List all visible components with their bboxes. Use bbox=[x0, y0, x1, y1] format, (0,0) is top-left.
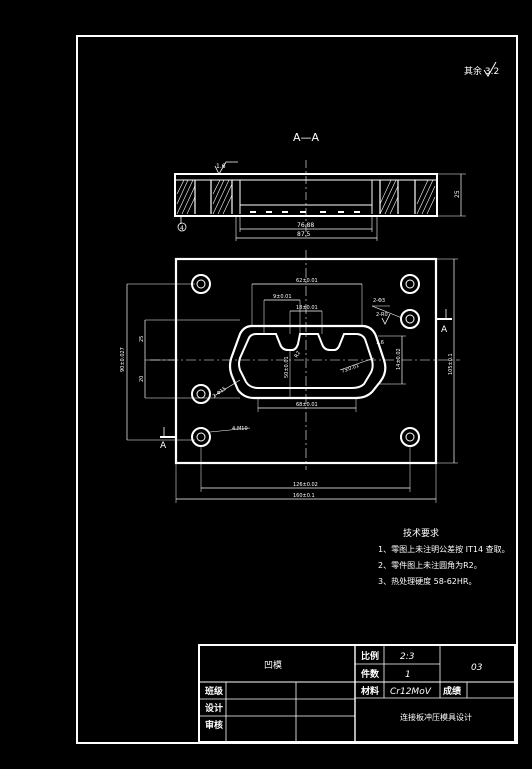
dim-bottom-inner-width: 68±0.01 bbox=[296, 402, 318, 408]
section-title: A—A bbox=[293, 131, 320, 144]
section-mark-left: A bbox=[160, 441, 167, 451]
scale-label: 比例 bbox=[361, 650, 379, 662]
material-label: 材料 bbox=[360, 685, 379, 697]
dim-roughness-small: 1.6 bbox=[376, 340, 384, 346]
roughness-corner-label: 其余 3.2 bbox=[464, 65, 499, 77]
grade-label: 成绩 bbox=[443, 685, 461, 697]
dim-notch-width: 9±0.01 bbox=[273, 294, 292, 300]
dim-hole-small: 2-Φ3 bbox=[373, 298, 385, 304]
dim-slot-width: 7±0.01 bbox=[341, 363, 360, 375]
scale-value: 2:3 bbox=[400, 652, 415, 662]
dim-outer-width: 87.5 bbox=[297, 231, 311, 238]
count-value: 1 bbox=[405, 670, 411, 680]
dim-right-height-outer: 105±0.1 bbox=[448, 353, 454, 375]
tech-line-3: 3、热处理硬度 58-62HR。 bbox=[378, 576, 476, 586]
dim-slot-radius: R2 bbox=[294, 350, 303, 359]
material-value: Cr12MoV bbox=[390, 687, 432, 697]
roughness-corner-icon bbox=[483, 61, 497, 77]
tech-line-2: 2、零件图上未注圆角为R2。 bbox=[378, 560, 482, 570]
section-roughness: 1.6 bbox=[216, 163, 226, 170]
project-name: 连接板冲压模具设计 bbox=[400, 712, 472, 722]
title-block bbox=[198, 644, 516, 743]
dim-bottom-width: 126±0.02 bbox=[293, 482, 318, 488]
drawing-name: 凹模 bbox=[264, 660, 282, 671]
class-label: 班级 bbox=[205, 685, 224, 697]
review-label: 审核 bbox=[205, 719, 223, 731]
dim-thickness: 25 bbox=[454, 190, 461, 198]
dim-thread: 4-M10 bbox=[232, 426, 248, 432]
plan-view bbox=[126, 250, 460, 503]
section-mark-right: A bbox=[441, 325, 448, 335]
dim-left-height-outer: 90±0.027 bbox=[120, 347, 126, 372]
dim-inner-width: 76.88 bbox=[297, 222, 314, 229]
dim-right-height: 14±0.02 bbox=[396, 348, 402, 370]
dim-center-width: 18±0.01 bbox=[296, 305, 318, 311]
dim-vertical-center: 50±0.01 bbox=[284, 356, 290, 378]
design-label: 设计 bbox=[205, 702, 223, 714]
dim-left-b: 20 bbox=[139, 376, 145, 382]
count-label: 件数 bbox=[361, 668, 380, 680]
dim-top-width: 62±0.01 bbox=[296, 278, 318, 284]
sheet-number: 03 bbox=[471, 663, 483, 673]
section-marker: 4 bbox=[180, 225, 184, 232]
tech-line-1: 1、零图上未注明公差按 IT14 查取。 bbox=[378, 544, 510, 554]
dim-right-offset: 2-R0 bbox=[376, 312, 388, 318]
section-view bbox=[174, 160, 466, 241]
dim-overall-width: 160±0.1 bbox=[293, 493, 315, 499]
dim-left-a: 25 bbox=[139, 336, 145, 342]
tech-title: 技术要求 bbox=[403, 527, 439, 539]
